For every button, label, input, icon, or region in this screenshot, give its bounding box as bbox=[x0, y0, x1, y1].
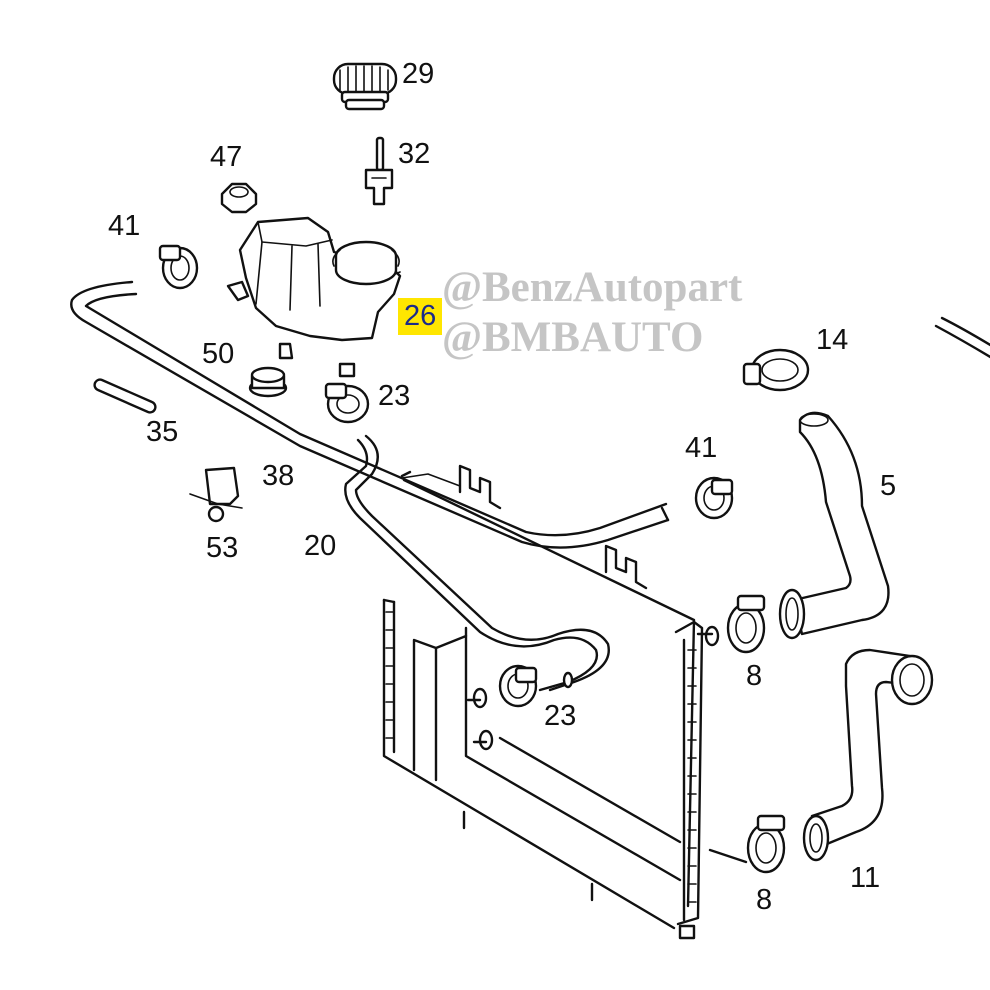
part-label-8a: 8 bbox=[746, 660, 763, 692]
part-label-47: 47 bbox=[210, 141, 243, 173]
part-label-23a: 23 bbox=[378, 380, 411, 412]
hose-clamp-8b-part[interactable] bbox=[746, 814, 786, 874]
hose-clamp-41b-part[interactable] bbox=[694, 476, 734, 520]
part-label-26-highlight: 26 bbox=[398, 298, 443, 335]
upper-radiator-hose-part[interactable] bbox=[778, 411, 890, 640]
part-label-50: 50 bbox=[202, 338, 235, 370]
radiator-cap-part[interactable] bbox=[332, 62, 398, 111]
part-label-29: 29 bbox=[402, 58, 435, 90]
part-label-20: 20 bbox=[304, 530, 337, 562]
lower-radiator-hose-part[interactable] bbox=[802, 648, 934, 862]
watermark-bmbauto: @BMBAUTO bbox=[442, 314, 704, 361]
short-hose-part[interactable] bbox=[93, 378, 157, 414]
watermark-benzautopart: @BenzAutopart bbox=[442, 264, 743, 311]
hose-clamp-41a-part[interactable] bbox=[158, 244, 199, 290]
part-label-23b: 23 bbox=[544, 700, 577, 732]
partial-hose-edge bbox=[940, 316, 990, 347]
part-label-32: 32 bbox=[398, 138, 431, 170]
part-label-41b: 41 bbox=[685, 432, 718, 464]
grommet-part[interactable] bbox=[248, 366, 288, 398]
level-sensor-part[interactable] bbox=[364, 136, 394, 206]
hex-nut-part[interactable] bbox=[220, 182, 258, 214]
bracket-part[interactable] bbox=[189, 466, 243, 523]
hose-clamp-14-part[interactable] bbox=[742, 348, 810, 392]
part-label-11: 11 bbox=[850, 862, 881, 894]
hose-clamp-8a-part[interactable] bbox=[726, 594, 766, 654]
partial-hose-edge-2 bbox=[934, 324, 990, 359]
vent-hose-part[interactable] bbox=[70, 280, 670, 549]
hose-clamp-23b-part[interactable] bbox=[498, 664, 538, 708]
part-label-41a: 41 bbox=[108, 210, 141, 242]
part-label-53: 53 bbox=[206, 532, 239, 564]
part-label-38: 38 bbox=[262, 460, 295, 492]
part-label-35: 35 bbox=[146, 416, 179, 448]
part-label-5: 5 bbox=[880, 470, 897, 502]
radiator-core bbox=[382, 464, 748, 940]
tank-hose-part[interactable] bbox=[344, 434, 610, 692]
part-label-8b: 8 bbox=[756, 884, 773, 916]
expansion-tank-part[interactable] bbox=[226, 216, 402, 378]
hose-clamp-23a-part[interactable] bbox=[324, 382, 370, 424]
part-label-14: 14 bbox=[816, 324, 849, 356]
